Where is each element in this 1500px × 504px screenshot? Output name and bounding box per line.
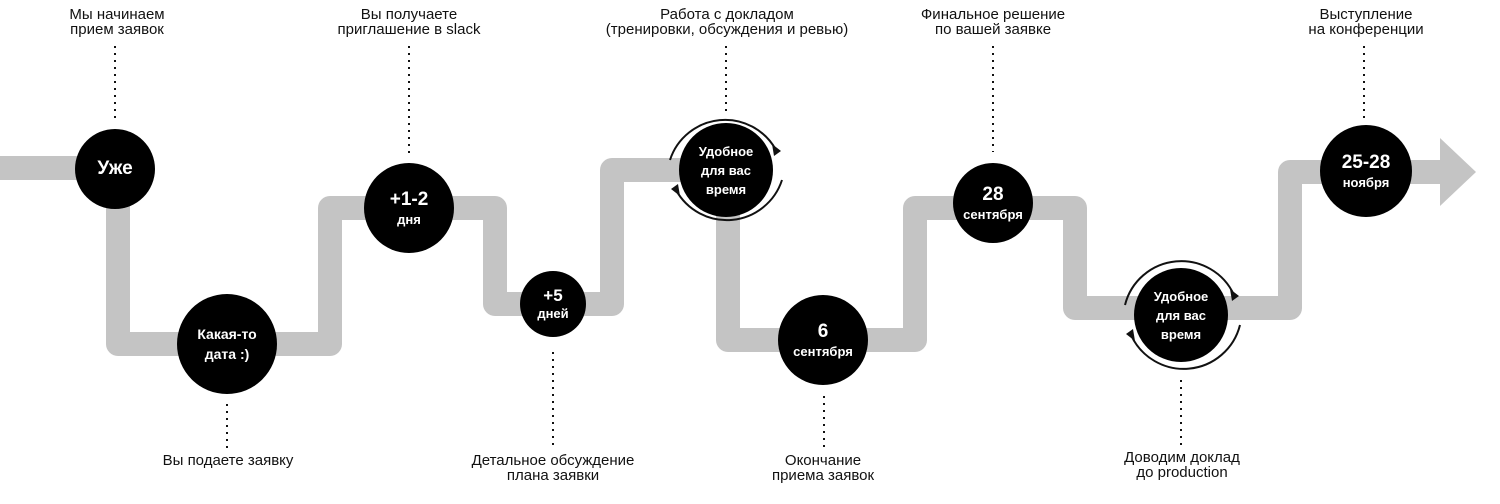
node-some-date: Какая-то дата :) bbox=[177, 294, 277, 394]
node-convenient-2-line-1: Удобное bbox=[1153, 288, 1209, 304]
node-plus-1-2: +1-2 дня bbox=[364, 163, 454, 253]
node-plus-1-2-line-2: дня bbox=[397, 212, 421, 227]
node-nov-line-1: 25-28 bbox=[1341, 152, 1391, 173]
node-now-line-1: Уже bbox=[97, 158, 133, 179]
node-convenient-2-line-3: время bbox=[1160, 326, 1202, 342]
label-start-line-1: Мы начинаем bbox=[69, 6, 165, 23]
label-decision-line-1: Финальное решение bbox=[920, 6, 1066, 23]
cycle-arrows-1 bbox=[669, 118, 783, 222]
label-talk-line-2: на конференции bbox=[1308, 21, 1424, 38]
track-arrow-head bbox=[1440, 138, 1476, 206]
label-talk: Выступление на конференции bbox=[1308, 7, 1423, 37]
label-submit-line-1: Вы подаете заявку bbox=[162, 452, 294, 469]
cycle-arc-bottom-1 bbox=[675, 179, 783, 222]
node-convenient-time-2: Удобное для вас время bbox=[1134, 268, 1228, 362]
cycle-arc-top-1 bbox=[669, 118, 777, 161]
label-decision-line-2: по вашей заявке bbox=[934, 21, 1052, 38]
node-nov-25-28: 25-28 ноября bbox=[1320, 125, 1412, 217]
node-plus-5-line-1: +5 bbox=[543, 286, 563, 305]
node-some-date-line-1: Какая-то bbox=[197, 326, 257, 342]
label-start-line-2: прием заявок bbox=[70, 21, 164, 38]
node-sept-6: 6 сентября bbox=[778, 295, 868, 385]
cycle-arrowhead-2a bbox=[1230, 289, 1239, 301]
node-sept-6-line-1: 6 bbox=[817, 321, 829, 342]
label-end-accept-line-1: Окончание bbox=[784, 452, 862, 469]
label-slack-line-2: приглашение в slack bbox=[337, 21, 481, 38]
label-work-line-1: Работа с докладом bbox=[660, 6, 794, 23]
label-submit: Вы подаете заявку bbox=[163, 453, 294, 468]
node-convenient-1-line-2: для вас bbox=[701, 162, 751, 178]
cycle-arrowhead-1a bbox=[772, 144, 781, 156]
label-discussion: Детальное обсуждение плана заявки bbox=[472, 453, 635, 483]
label-slack: Вы получаете приглашение в slack bbox=[338, 7, 481, 37]
node-some-date-line-2: дата :) bbox=[204, 346, 250, 362]
label-production: Доводим доклад до production bbox=[1124, 450, 1240, 480]
node-convenient-1-line-3: время bbox=[705, 181, 747, 197]
label-end-accept-line-2: приема заявок bbox=[771, 467, 875, 484]
node-now: Уже bbox=[75, 129, 155, 209]
label-talk-line-1: Выступление bbox=[1319, 6, 1413, 23]
node-sept-6-line-2: сентября bbox=[793, 344, 853, 359]
label-discussion-line-2: плана заявки bbox=[506, 467, 600, 484]
label-production-line-1: Доводим доклад bbox=[1124, 449, 1240, 466]
label-work-line-2: (тренировки, обсуждения и ревью) bbox=[605, 21, 849, 38]
node-convenient-2-line-2: для вас bbox=[1156, 307, 1206, 323]
cycle-arc-bottom-2 bbox=[1130, 324, 1241, 370]
node-plus-5: +5 дней bbox=[520, 271, 586, 337]
label-slack-line-1: Вы получаете bbox=[360, 6, 458, 23]
cycle-arc-top-2 bbox=[1124, 260, 1235, 306]
node-sept-28-line-1: 28 bbox=[982, 184, 1004, 205]
node-plus-5-line-2: дней bbox=[537, 306, 569, 321]
node-plus-1-2-line-1: +1-2 bbox=[389, 189, 429, 210]
connectors bbox=[114, 46, 1365, 448]
cycle-arrows-2 bbox=[1124, 260, 1241, 370]
label-start: Мы начинаем прием заявок bbox=[69, 7, 164, 37]
node-sept-28: 28 сентября bbox=[953, 163, 1033, 243]
node-sept-28-line-2: сентября bbox=[963, 207, 1023, 222]
node-nov-line-2: ноября bbox=[1342, 175, 1390, 190]
cycle-arrowhead-2b bbox=[1126, 329, 1135, 341]
label-production-line-2: до production bbox=[1136, 464, 1228, 481]
cycle-arrowhead-1b bbox=[671, 184, 680, 196]
node-convenient-1-line-1: Удобное bbox=[698, 143, 754, 159]
node-convenient-time-1: Удобное для вас время bbox=[679, 123, 773, 217]
label-end-accept: Окончание приема заявок bbox=[772, 453, 874, 483]
track-line bbox=[0, 156, 1445, 356]
label-decision: Финальное решение по вашей заявке bbox=[921, 7, 1065, 37]
label-discussion-line-1: Детальное обсуждение bbox=[471, 452, 635, 469]
label-work: Работа с докладом (тренировки, обсуждени… bbox=[606, 7, 848, 37]
